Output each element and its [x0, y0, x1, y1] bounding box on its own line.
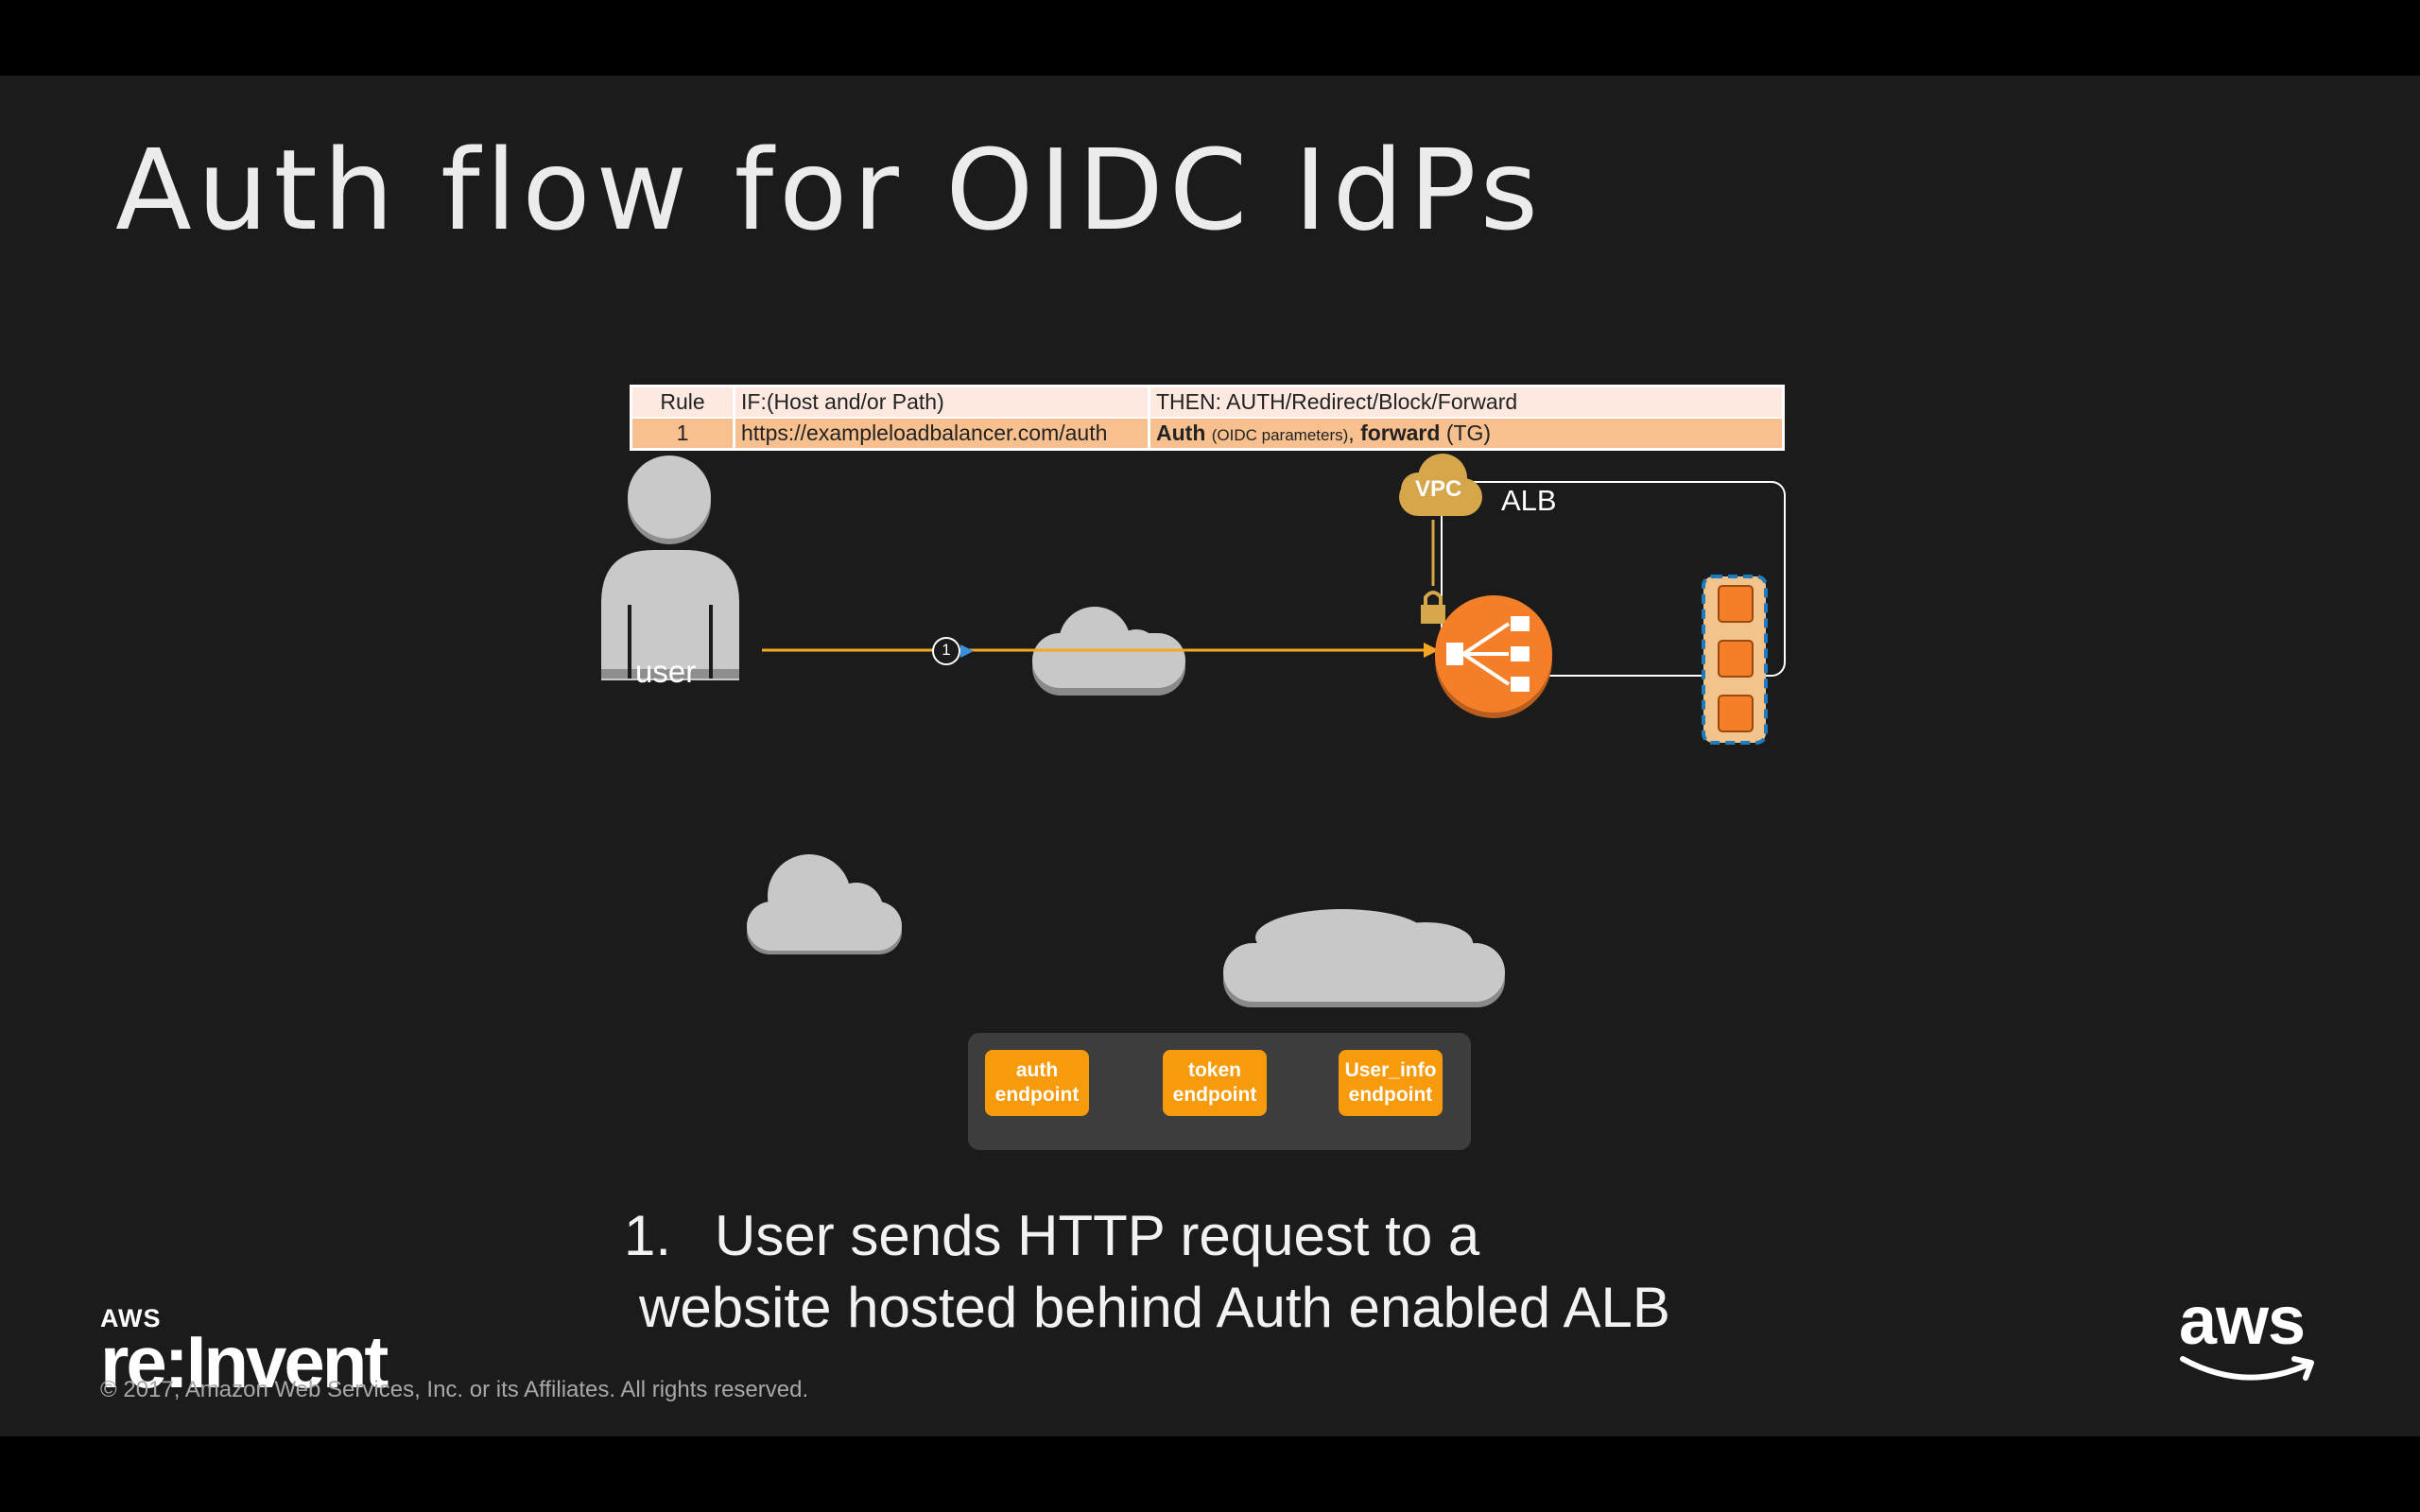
user-icon	[601, 455, 739, 680]
endpoint-line1: token	[1187, 1059, 1241, 1081]
aws-logo: aws	[2179, 1283, 2321, 1394]
internet-cloud-icon	[1032, 607, 1185, 696]
header-action: THEN: AUTH/Redirect/Block/Forward	[1150, 387, 1782, 417]
auth-endpoint: auth endpoint	[985, 1050, 1089, 1116]
target-group	[1702, 575, 1768, 745]
alb-label: ALB	[1501, 484, 1557, 517]
reinvent-logo-text: re:Invent	[100, 1320, 389, 1403]
vpc-cloud-icon	[1399, 454, 1482, 516]
userinfo-endpoint: User_info endpoint	[1339, 1050, 1443, 1116]
step-marker-label: 1	[942, 641, 951, 659]
aws-smile-icon	[2180, 1356, 2314, 1381]
vpc-label: VPC	[1415, 476, 1462, 502]
cell-action: Auth (OIDC parameters), forward (TG)	[1150, 419, 1782, 448]
lock-icon	[1421, 520, 1445, 624]
caption-line2: website hosted behind Auth enabled ALB	[639, 1276, 1670, 1339]
action-forward: forward	[1360, 421, 1441, 445]
endpoint-line2: endpoint	[994, 1084, 1080, 1106]
caption-number: 1.	[624, 1204, 672, 1267]
caption-text1: User sends HTTP request to a	[715, 1204, 1480, 1267]
endpoint-line2: endpoint	[1172, 1084, 1257, 1106]
request-arrow	[762, 643, 1439, 658]
reinvent-logo: AWS re:Invent	[100, 1304, 389, 1403]
rule-table-header: Rule IF:(Host and/or Path) THEN: AUTH/Re…	[632, 387, 1782, 417]
aws-logo-text: aws	[2179, 1283, 2306, 1359]
endpoint-line1: User_info	[1344, 1059, 1437, 1081]
copyright-notice: © 2017, Amazon Web Services, Inc. or its…	[100, 1377, 809, 1402]
cloud-icon	[747, 854, 902, 954]
idp-cloud-icon	[1223, 909, 1505, 1007]
endpoint-line2: endpoint	[1348, 1084, 1433, 1106]
slide-title: Auth flow for OIDC IdPs	[115, 125, 1545, 255]
endpoint-line1: auth	[1015, 1059, 1059, 1081]
rule-table: Rule IF:(Host and/or Path) THEN: AUTH/Re…	[630, 385, 1785, 451]
action-auth: Auth	[1156, 421, 1206, 445]
token-endpoint: token endpoint	[1163, 1050, 1267, 1116]
vpc-boundary	[1441, 481, 1786, 677]
action-separator: ,	[1348, 421, 1361, 445]
cell-rule: 1	[632, 419, 733, 448]
alb-icon	[1435, 595, 1552, 718]
diagram-canvas	[601, 454, 1786, 1007]
header-rule: Rule	[632, 387, 733, 417]
caption-line1: 1. User sends HTTP request to a	[624, 1200, 1853, 1272]
slide: Auth flow for OIDC IdPs	[0, 76, 2420, 1436]
header-condition: IF:(Host and/or Path)	[735, 387, 1148, 417]
step-caption: 1. User sends HTTP request to a website h…	[624, 1200, 1853, 1344]
step-marker	[932, 637, 974, 665]
action-auth-params: (OIDC parameters)	[1211, 426, 1349, 444]
rule-table-row: 1 https://exampleloadbalancer.com/auth A…	[632, 419, 1782, 448]
reinvent-logo-aws: AWS	[100, 1304, 162, 1332]
action-forward-target: (TG)	[1445, 421, 1492, 445]
user-label: user	[635, 654, 697, 689]
cell-condition: https://exampleloadbalancer.com/auth	[735, 419, 1148, 448]
